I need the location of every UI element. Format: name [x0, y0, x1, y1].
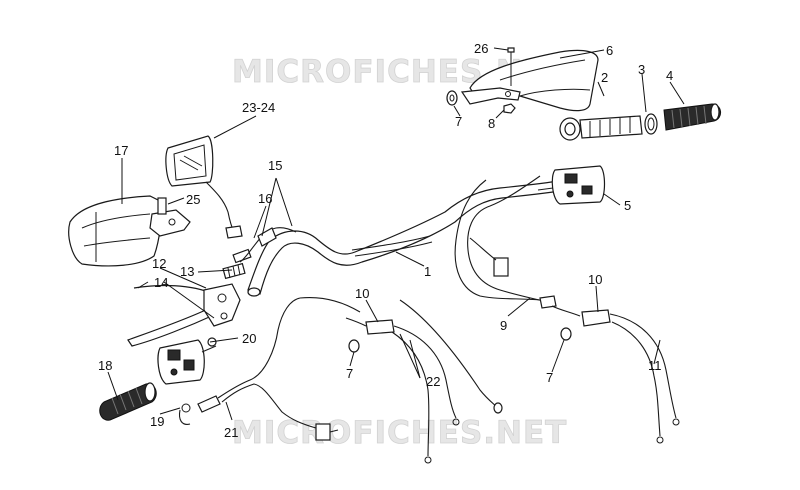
- callout-18: 18: [98, 358, 112, 373]
- right-throttle-grip: [559, 115, 643, 141]
- callout-4: 4: [666, 68, 673, 83]
- mirror: [165, 135, 243, 239]
- callout-7-right: 7: [546, 370, 553, 385]
- callout-6: 6: [606, 43, 613, 58]
- callout-13: 13: [180, 264, 194, 279]
- callout-7-center: 7: [346, 366, 353, 381]
- nut: [503, 103, 516, 114]
- callout-7-upper: 7: [455, 114, 462, 129]
- callout-12: 12: [152, 256, 166, 271]
- callout-2: 2: [601, 70, 608, 85]
- callout-21: 21: [224, 425, 238, 440]
- clutch-lever: [127, 284, 218, 347]
- callout-19: 19: [150, 414, 164, 429]
- callout-11: 11: [648, 358, 662, 373]
- right-cables-pair: [609, 313, 680, 444]
- center-cable-adjuster: [345, 317, 395, 335]
- callout-labels: 1 2 3 4 5 6 7 7 7 8 9 10 10 11 12 13 14 …: [98, 41, 673, 440]
- washer-center: [348, 339, 360, 353]
- callout-26: 26: [474, 41, 488, 56]
- left-grip: [99, 382, 157, 421]
- hand-guard-bracket: [460, 87, 521, 105]
- washer-right: [560, 327, 572, 341]
- handlebar: [247, 179, 568, 297]
- callout-23-24: 23-24: [242, 100, 275, 115]
- callout-14: 14: [154, 275, 168, 290]
- callout-25: 25: [186, 192, 200, 207]
- grip-ring: [644, 113, 658, 135]
- long-cable: [299, 296, 503, 414]
- throttle-cable: [467, 175, 557, 309]
- callout-17: 17: [114, 143, 128, 158]
- callout-10-center: 10: [355, 286, 369, 301]
- center-cables-pair: [391, 325, 460, 464]
- right-side-cable: [454, 179, 541, 301]
- guard-bracket: [149, 197, 191, 237]
- switch-connector: [178, 395, 221, 425]
- callout-8: 8: [488, 116, 495, 131]
- cable-adjuster: [222, 262, 246, 280]
- callout-3: 3: [638, 62, 645, 77]
- callout-5: 5: [624, 198, 631, 213]
- washer-upper: [446, 90, 458, 106]
- wiring-harness: [217, 297, 339, 441]
- leader-lines: [107, 47, 685, 421]
- right-cable-adjuster: [551, 305, 611, 327]
- lever-bracket: [203, 283, 241, 327]
- right-switch-housing: [537, 165, 606, 205]
- callout-20: 20: [242, 331, 256, 346]
- callout-9: 9: [500, 318, 507, 333]
- right-grip-rubber: [663, 103, 721, 131]
- callout-15: 15: [268, 158, 282, 173]
- left-switch-housing: [157, 337, 217, 385]
- screw: [507, 47, 515, 86]
- callout-1: 1: [424, 264, 431, 279]
- callout-10-right: 10: [588, 272, 602, 287]
- callout-22: 22: [426, 374, 440, 389]
- callout-16: 16: [258, 191, 272, 206]
- left-hand-guard: [68, 195, 163, 267]
- watermark-bottom: MICROFICHES.NET: [232, 415, 567, 451]
